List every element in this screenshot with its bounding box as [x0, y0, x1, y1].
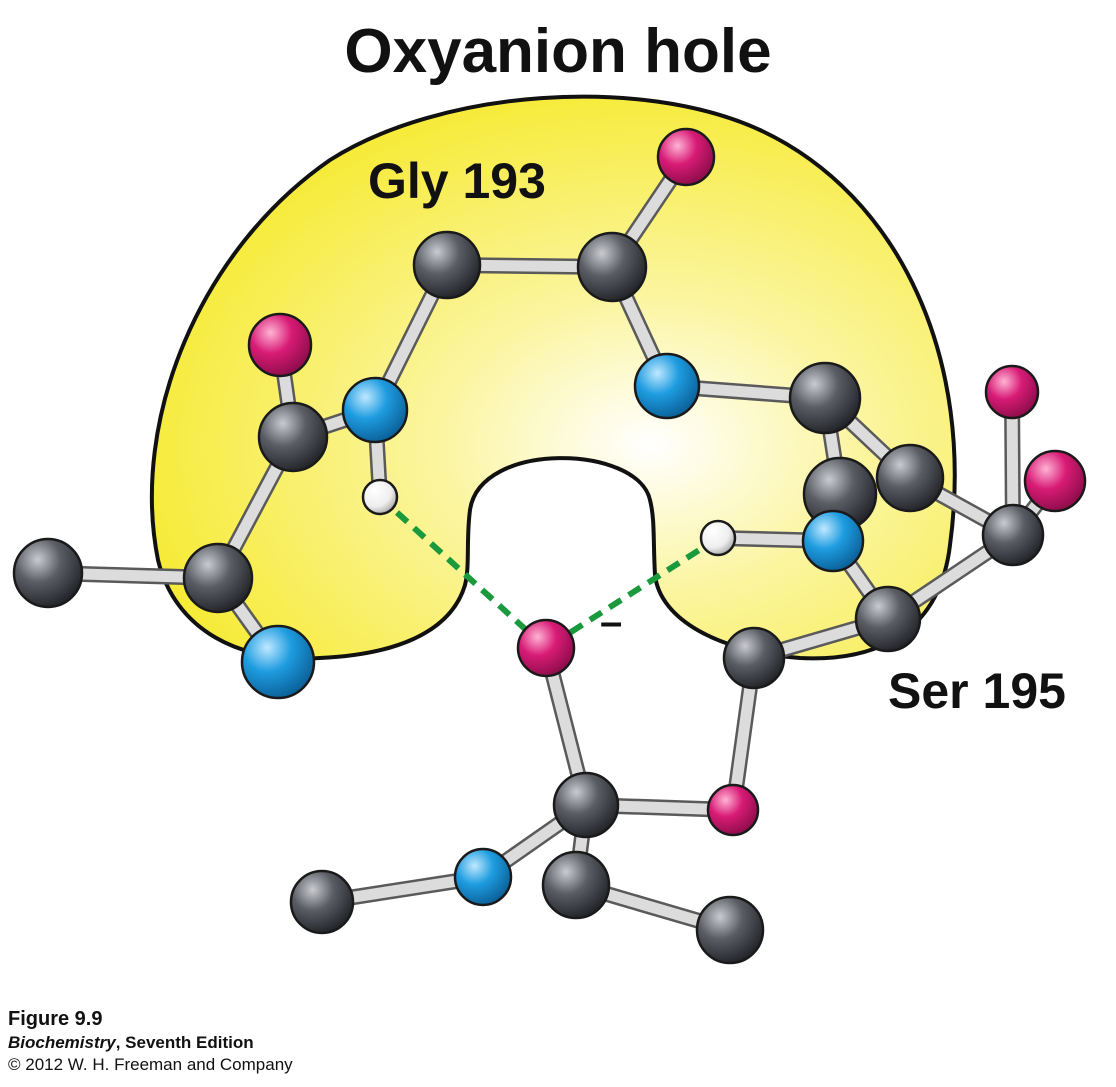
carbon-atom-c13 [289, 869, 355, 935]
carbon-atom-c3 [257, 401, 329, 473]
figure-caption: Figure 9.9 Biochemistry, Seventh Edition… [8, 1008, 293, 1075]
nitrogen-atom-n1 [341, 376, 409, 444]
gly-193-label: Gly 193 [368, 153, 546, 209]
book-edition: , Seventh Edition [115, 1033, 254, 1052]
hydrogen-bonds-layer [377, 494, 720, 651]
nitrogen-atom-n4 [801, 509, 865, 573]
carbon-atom-c10 [854, 585, 922, 653]
ser-195-label: Ser 195 [888, 663, 1066, 719]
carbon-atom-c15 [695, 895, 765, 965]
copyright-line: © 2012 W. H. Freeman and Company [8, 1055, 293, 1074]
oxygen-atom-o5 [516, 618, 576, 678]
oxygen-atom-o4 [1023, 449, 1087, 513]
carbon-atom-c4 [12, 537, 84, 609]
figure-number: Figure 9.9 [8, 1008, 103, 1030]
negative-charge-label: – [600, 600, 623, 644]
hydrogen-atom-h2 [699, 519, 737, 557]
oxygen-atom-o6 [706, 783, 760, 837]
carbon-atom-c5 [182, 542, 254, 614]
nitrogen-atom-n5 [453, 847, 513, 907]
oxygen-atom-o1 [656, 127, 716, 187]
carbon-atom-c2 [576, 231, 648, 303]
nitrogen-atom-n3 [633, 352, 701, 420]
oxygen-atom-o3 [984, 364, 1040, 420]
carbon-atom-c1 [412, 230, 482, 300]
hydrogen-bond-h1-o5 [377, 494, 549, 651]
oxygen-atom-o2 [247, 312, 313, 378]
carbon-atom-c9 [981, 503, 1045, 567]
carbon-atom-c12 [552, 771, 620, 839]
hydrogen-atom-h1 [361, 478, 399, 516]
book-title: Biochemistry [8, 1033, 116, 1052]
carbon-atom-c7 [875, 443, 945, 513]
carbon-atom-c14 [541, 850, 611, 920]
hydrogen-bond-h2-o5 [544, 535, 720, 651]
carbon-atom-c6 [788, 361, 862, 435]
book-citation: Biochemistry, Seventh Edition [8, 1033, 293, 1053]
page-title: Oxyanion hole [344, 17, 772, 86]
carbon-atom-c11 [722, 626, 786, 690]
nitrogen-atom-n2 [240, 624, 316, 700]
oxyanion-pocket-shape [149, 94, 957, 661]
atoms-layer [12, 127, 1087, 965]
